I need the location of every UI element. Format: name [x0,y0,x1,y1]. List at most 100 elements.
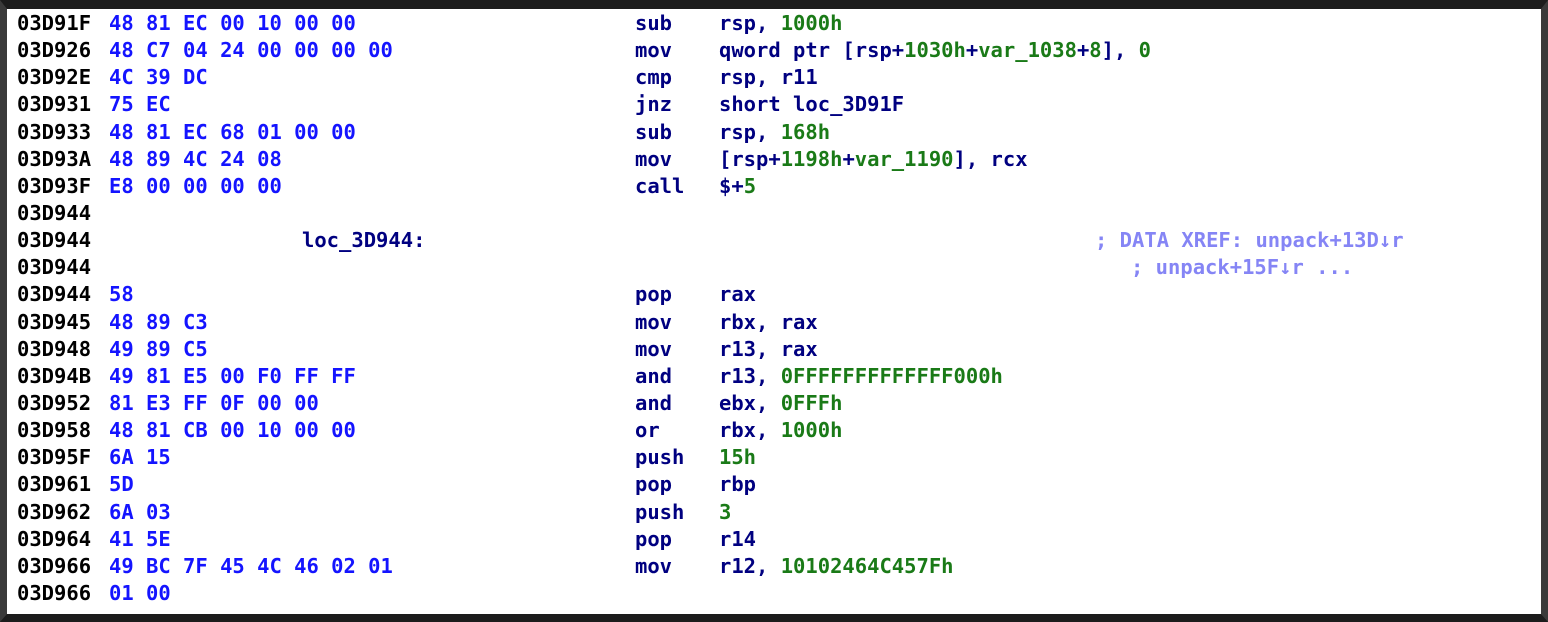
instruction-mnemonic: and [635,390,673,415]
opcode-bytes: 48 89 C3 [109,309,208,334]
instruction-mnemonic: mov [635,309,673,334]
instruction-text[interactable]: pop rbp [635,471,756,498]
disassembly-line[interactable]: 03D958 48 81 CB 00 10 00 00 or rbx, 1000h [17,417,1541,444]
instruction-address: 03D93A [17,146,92,171]
instruction-operands: rsp, 168h [719,120,830,144]
instruction-address: 03D966 [17,580,92,605]
opcode-bytes: 48 81 EC 68 01 00 00 [109,119,356,144]
instruction-address: 03D944 [17,228,92,253]
operand-token-plain: + [1076,38,1090,63]
opcode-bytes: 75 EC [109,92,171,117]
operand-token-plain: + [842,146,855,171]
opcode-bytes: 48 C7 04 24 00 00 00 00 [109,38,393,63]
instruction-operands: r14 [719,527,756,551]
instruction-operands: [rsp+1198h+var_1190], rcx [719,147,1028,171]
instruction-address: 03D92E [17,65,92,90]
operand-token-num: 0FFFh [780,390,843,415]
disassembly-line[interactable]: 03D94B 49 81 E5 00 F0 FF FF and r13, 0FFFFF… [17,363,1541,390]
opcode-bytes: E8 00 00 00 00 [109,173,282,198]
opcode-bytes: 81 E3 FF 0F 00 00 [109,390,319,415]
instruction-address: 03D94B [17,363,92,388]
instruction-text[interactable]: and r13, 0FFFFFFFFFFFFF000h [635,363,1003,390]
operand-token-plain: r14 [719,526,757,551]
operand-token-num: 0 [1138,38,1152,63]
instruction-text[interactable]: or rbx, 1000h [635,417,842,444]
instruction-mnemonic: cmp [635,65,673,90]
opcode-bytes: 6A 15 [109,445,171,470]
opcode-bytes: 48 81 EC 00 10 00 00 [109,11,356,35]
instruction-operands: ebx, 0FFFh [719,391,842,415]
operand-token-plain: rsp, r11 [719,65,818,90]
operand-token-num: 1000h [780,418,843,443]
instruction-operands: $+5 [719,174,756,198]
instruction-text[interactable]: cmp rsp, r11 [635,64,818,91]
disassembly-line[interactable]: 03D944; unpack+15F↓r ... [17,254,1541,281]
operand-token-plain: short loc_3D91F [719,92,905,117]
instruction-text[interactable]: call$+5 [635,173,756,200]
instruction-mnemonic: pop [635,472,673,497]
instruction-operands: r12, 10102464C457Fh [719,554,954,578]
instruction-operands: rbx, 1000h [719,418,842,442]
xref-comment-continuation[interactable]: ; unpack+15F↓r ... [1131,255,1354,280]
instruction-address: 03D958 [17,418,92,443]
instruction-operands: short loc_3D91F [719,92,904,116]
disassembly-line[interactable]: 03D93A 48 89 4C 24 08 mov [rsp+1198h+var_11… [17,146,1541,173]
instruction-mnemonic: sub [635,11,673,35]
code-label[interactable]: loc_3D944: [302,228,426,253]
operand-token-num: 168h [780,119,831,144]
instruction-mnemonic: and [635,363,673,388]
instruction-mnemonic: pop [635,282,673,307]
instruction-address: 03D948 [17,336,92,361]
xref-comment[interactable]: ; DATA XREF: unpack+13D↓r [1095,228,1404,253]
operand-token-plain: r13, rax [719,336,818,361]
operand-token-plain: ebx, [719,390,781,415]
operand-token-num: 0FFFFFFFFFFFFF000h [780,363,1003,388]
disassembly-line[interactable]: 03D944 loc_3D944: ; DATA XREF: unpack+13D↓… [17,227,1541,254]
instruction-operands: rbp [719,472,756,496]
operand-token-num: 8 [1089,38,1102,63]
opcode-bytes: 48 89 4C 24 08 [109,146,282,171]
instruction-mnemonic: mov [635,146,673,171]
instruction-text[interactable]: and ebx, 0FFFh [635,390,842,417]
instruction-mnemonic: or [635,418,660,443]
instruction-operands: r13, 0FFFFFFFFFFFFF000h [719,364,1003,388]
instruction-address: 03D933 [17,119,92,144]
disassembly-line[interactable]: 03D944 [17,200,1541,227]
instruction-text[interactable]: mov [rsp+1198h+var_1190], rcx [635,146,1028,173]
instruction-address: 03D962 [17,499,92,524]
operand-token-plain: r13, [719,363,781,388]
operand-token-var: var_1038 [978,38,1077,63]
instruction-address: 03D961 [17,472,92,497]
opcode-bytes: 49 81 E5 00 F0 FF FF [109,363,356,388]
opcode-bytes: 48 81 CB 00 10 00 00 [109,418,356,443]
